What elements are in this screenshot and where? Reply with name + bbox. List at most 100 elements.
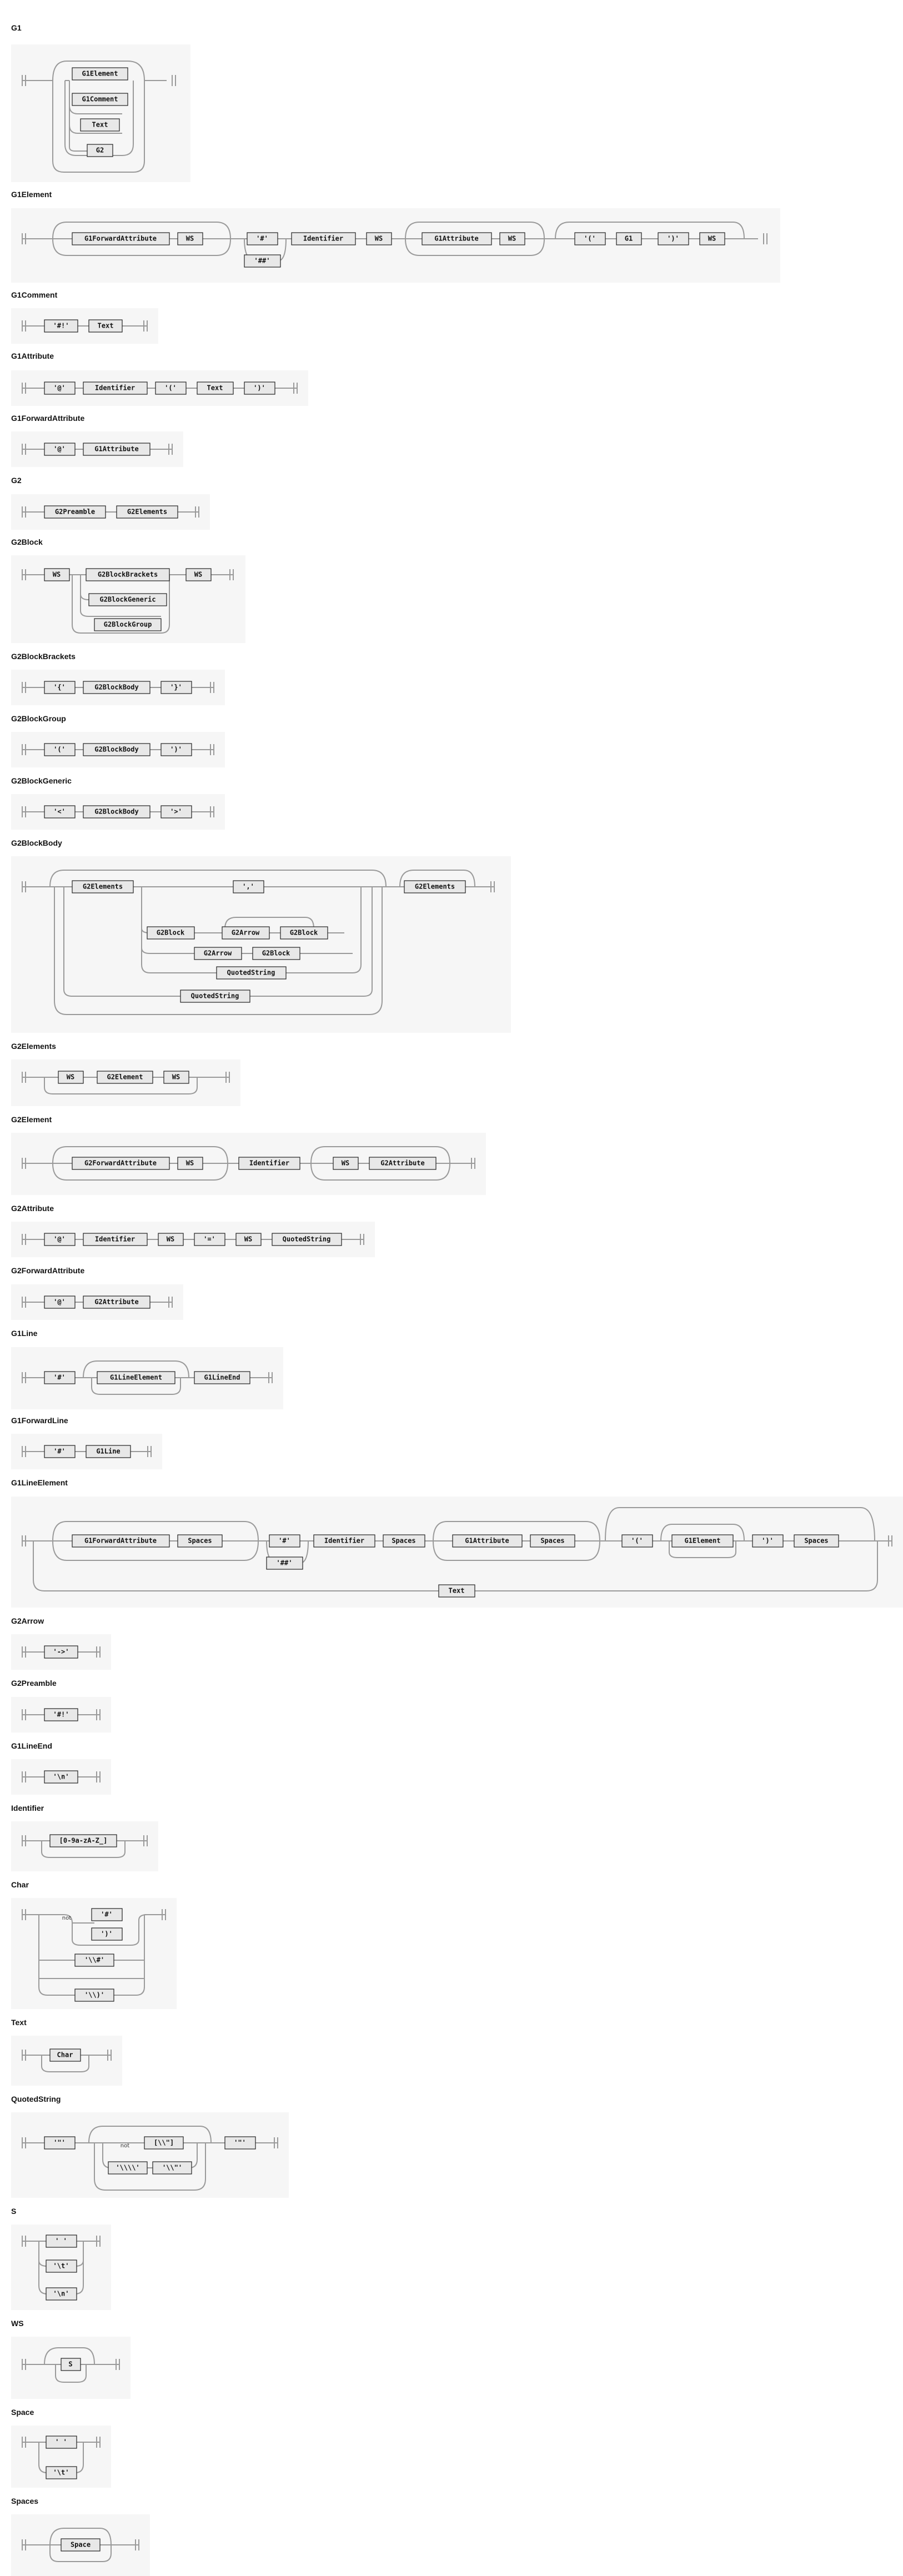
token xyxy=(152,2161,192,2175)
rule-title: Text xyxy=(11,2018,27,2027)
rule-title: G2ForwardAttribute xyxy=(11,1266,85,1275)
token xyxy=(272,1233,342,1246)
token xyxy=(83,681,150,694)
diagram-g2element: G2ForwardAttribute WS Identifier WS G2At… xyxy=(11,1133,486,1195)
token-label: WS xyxy=(53,571,61,579)
diagram-identifier: [0-9a-zA-Z_] xyxy=(11,1821,158,1871)
token-label: G2BlockBody xyxy=(94,684,138,691)
token-label: Text xyxy=(92,121,108,129)
token xyxy=(46,2436,77,2449)
token-label: G2Arrow xyxy=(232,929,260,937)
token-label: '"' xyxy=(53,2139,66,2147)
token-label: Space xyxy=(71,2541,91,2549)
token-label: '@' xyxy=(53,1236,66,1243)
not-annotation: not xyxy=(121,2143,129,2149)
token-label: '>' xyxy=(170,808,182,816)
diagram-space: ' ' '\t' xyxy=(11,2426,111,2488)
diagram-g1attribute: '@' Identifier '(' Text ')' xyxy=(11,370,308,406)
token xyxy=(74,1954,114,1967)
token xyxy=(369,1157,437,1170)
token xyxy=(88,593,167,606)
token-label: ')' xyxy=(101,1930,113,1938)
token-label: G2 xyxy=(96,147,104,154)
token-label: WS xyxy=(375,235,383,243)
rule-title: G1Element xyxy=(11,190,52,199)
token xyxy=(46,2234,77,2248)
diagram-quotedstring: '"' not [\\"] '\\\\' '\\"' '"' xyxy=(11,2112,289,2198)
token-label: '\n' xyxy=(53,2290,69,2298)
token xyxy=(44,1708,78,1721)
token xyxy=(177,232,203,245)
token-label: G2Elements xyxy=(83,883,123,891)
token-label: Text xyxy=(207,384,223,392)
token xyxy=(44,381,76,395)
token xyxy=(44,805,76,819)
token-label: Identifier xyxy=(303,235,343,243)
token-label: '\\"' xyxy=(162,2164,182,2172)
token xyxy=(155,381,187,395)
token xyxy=(83,1233,148,1246)
token-label: '"' xyxy=(234,2139,246,2147)
token xyxy=(91,1927,123,1941)
rule-title: QuotedString xyxy=(11,2095,61,2103)
not-annotation: not xyxy=(62,1915,71,1921)
token xyxy=(46,2287,77,2301)
token xyxy=(44,319,78,333)
diagram-g2arrow: '->' xyxy=(11,1634,111,1670)
token-label: G1Element xyxy=(684,1537,720,1545)
token xyxy=(366,232,392,245)
token xyxy=(247,232,278,245)
token-label: '#!' xyxy=(53,1711,69,1719)
railroad-track xyxy=(22,320,148,332)
diagram-g2: G2Preamble G2Elements xyxy=(11,494,210,530)
diagram-g1: G1Element G1Comment Text G2 xyxy=(11,44,190,182)
token xyxy=(194,1233,225,1246)
rule-title: G2Arrow xyxy=(11,1616,44,1625)
token-label: '##' xyxy=(254,257,270,265)
token xyxy=(160,743,192,756)
token xyxy=(58,1071,84,1084)
diagram-g1element: G1ForwardAttribute WS '#' '##' Identifie… xyxy=(11,208,780,283)
token-label: '<' xyxy=(53,808,66,816)
token xyxy=(86,1445,131,1458)
railroad-track xyxy=(44,2347,95,2383)
diagram-g2elements: WS G2Element WS xyxy=(11,1059,240,1106)
token-label: '\\#' xyxy=(84,1956,104,1964)
token xyxy=(280,926,328,940)
token xyxy=(86,568,170,581)
rule-title: G1Line xyxy=(11,1329,38,1338)
rule-title: G2Preamble xyxy=(11,1679,57,1688)
token-label: ')' xyxy=(253,384,265,392)
token xyxy=(177,1157,203,1170)
rule-title: G2 xyxy=(11,476,22,485)
token xyxy=(160,681,192,694)
token-label: G1LineEnd xyxy=(204,1374,240,1382)
diagram-g2blockbody: G2Elements ',' G2Block G2Arrow G2Block G… xyxy=(11,856,511,1033)
token xyxy=(699,232,725,245)
token-label: G2BlockBody xyxy=(94,746,138,754)
token xyxy=(244,381,275,395)
token-label: G2Arrow xyxy=(204,950,232,957)
token xyxy=(72,93,128,106)
token-label: G2Element xyxy=(107,1073,143,1081)
token-label: Char xyxy=(57,2051,73,2059)
token xyxy=(44,443,76,456)
token xyxy=(671,1534,734,1548)
token xyxy=(44,1770,78,1784)
token xyxy=(97,1071,153,1084)
token-label: G2Elements xyxy=(127,508,167,516)
token xyxy=(194,947,242,960)
token-label: Spaces xyxy=(392,1537,415,1545)
token xyxy=(116,505,178,519)
token xyxy=(44,743,76,756)
token-label: Identifier xyxy=(249,1159,289,1167)
token-label: '\n' xyxy=(53,1773,69,1781)
token xyxy=(222,926,270,940)
token-label: G2Preamble xyxy=(55,508,95,516)
token-label: G2Block xyxy=(290,929,318,937)
token xyxy=(185,568,212,581)
token xyxy=(44,1295,76,1309)
rule-title: G2BlockBrackets xyxy=(11,652,76,661)
diagram-g1lineend: '\n' xyxy=(11,1759,111,1795)
token xyxy=(530,1534,575,1548)
